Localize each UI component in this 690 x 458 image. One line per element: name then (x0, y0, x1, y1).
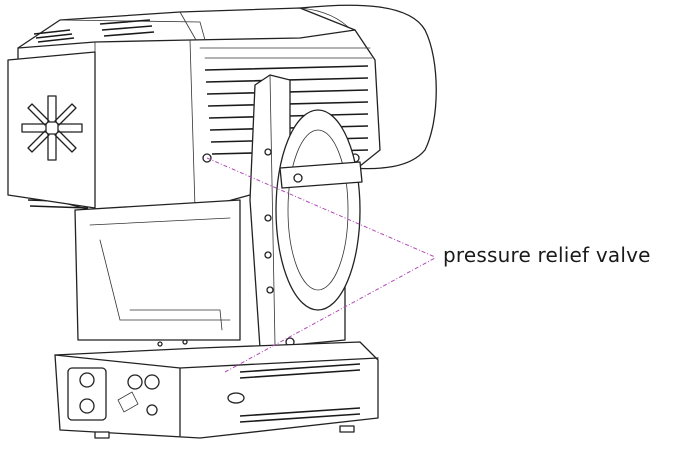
power-connector-icon (79, 372, 95, 388)
tilt-cover-disc (275, 109, 361, 311)
callout-leader-lines (206, 157, 436, 373)
base-foot (94, 431, 110, 439)
leader-line-lower (224, 257, 436, 373)
arm-screw (264, 214, 272, 222)
arm-screw (264, 148, 272, 156)
arm-screw (264, 251, 272, 259)
base-foot (339, 425, 355, 433)
base-screw (182, 339, 188, 345)
arm-screw (266, 286, 274, 294)
yoke-column (74, 199, 241, 341)
dmx-connector-icon (127, 374, 143, 390)
yoke-arm (249, 74, 363, 349)
base-screw (157, 341, 163, 347)
base-vent-slats (239, 363, 361, 423)
head-bolt (202, 153, 212, 163)
relief-valve-port (293, 173, 303, 183)
display-button (227, 392, 245, 404)
leader-line-upper (206, 157, 436, 258)
power-connector-icon (79, 398, 95, 414)
front-panel (7, 51, 96, 209)
base-unit (54, 339, 379, 439)
top-vent-grille (33, 19, 155, 43)
asterisk-logo-icon (21, 95, 83, 161)
connector-panel (67, 367, 160, 421)
dmx-connector-icon (144, 374, 160, 390)
callout-label: pressure relief valve (443, 243, 651, 267)
fuse-icon (146, 404, 158, 416)
